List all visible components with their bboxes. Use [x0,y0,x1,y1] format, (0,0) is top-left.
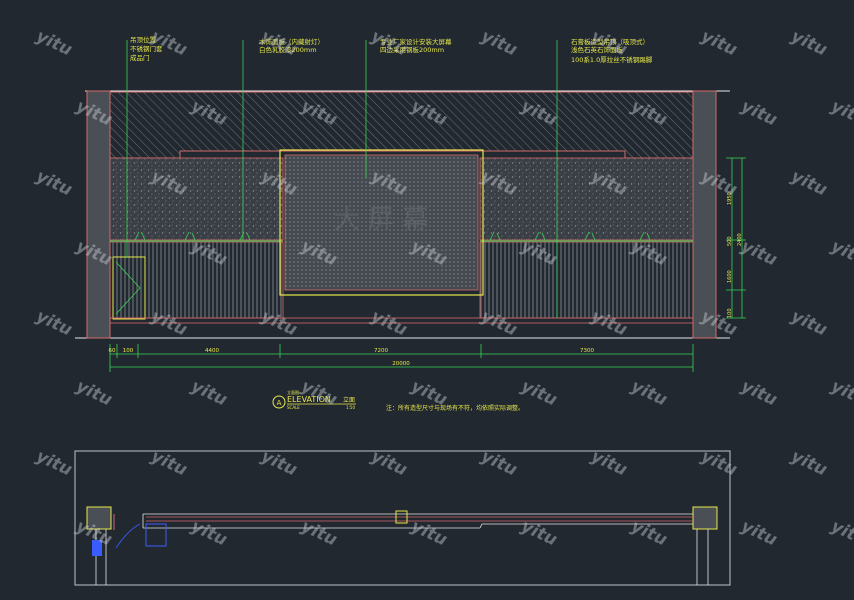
elevation-view: 大 屏 幕 吊顶位置 不锈钢门套 成品门 木饰面板（内藏射灯） 白色乳胶漆200… [75,35,746,412]
bottom-dim-3: 4400 [205,348,219,354]
bottom-dim-2: 100 [123,348,134,354]
watermark-text: yitu [698,446,740,480]
elevation-symbol: A [277,399,282,407]
elevation-small-top: 立面图 [287,389,299,395]
watermark-text: yitu [828,516,854,550]
watermark-text: yitu [33,166,75,200]
door-frame [112,256,146,320]
annotation-4-line-3: 100系1.0厚拉丝不锈钢踢脚 [571,55,653,64]
plan-red-lines [146,516,693,522]
bottom-dimension-labels: 60 100 4400 7200 7300 20000 [109,348,595,367]
watermark-text: yitu [828,96,854,130]
plan-device-box [395,510,408,524]
watermark-text: yitu [738,376,780,410]
door-swing [115,261,141,315]
watermark-text: yitu [828,236,854,270]
watermark-text: yitu [188,516,230,550]
annotation-3-line-2: 四边采用钢板200mm [380,45,444,54]
elevation-ratio: 1:50 [346,405,355,410]
watermark-text: yitu [788,166,830,200]
annotation-2-line-1: 木饰面板（内藏射灯） [259,37,324,46]
watermark-text: yitu [738,96,780,130]
big-screen-frame [279,149,484,296]
watermark-text: yitu [738,236,780,270]
elevation-title-block: A 立面图 ELEVATION 立面 SCALE 1:50 注：所有造型尺寸与现… [272,389,524,412]
annotation-1-line-1: 吊顶位置 [130,35,157,44]
annotation-1-line-3: 成品门 [130,53,150,62]
watermark-text: yitu [258,306,300,340]
watermark-text: yitu [478,26,520,60]
annotation-4-line-1: 石膏板造型吊顶（吸顶式） [571,37,649,46]
watermark-text: yitu [298,376,340,410]
watermark-text: yitu [73,376,115,410]
annotation-3: 专业厂家设计安装大屏幕 四边采用钢板200mm [380,37,452,54]
plan-column-left [86,506,112,530]
plan-view [74,450,731,586]
watermark-text: yitu [33,26,75,60]
right-dim-1: 1950 [727,192,733,205]
watermark-text: yitu [628,516,670,550]
big-screen [284,154,479,291]
annotation-3-line-1: 专业厂家设计安装大屏幕 [380,37,452,46]
right-wall-column [692,90,717,339]
watermark-text: yitu [518,376,560,410]
watermark-text: yitu [788,306,830,340]
elevation-title: ELEVATION [287,395,331,404]
plan-door-leaf-icon [92,540,102,556]
watermark-text: yitu [298,516,340,550]
watermark-text: yitu [518,516,560,550]
bottom-dimensions [109,344,694,372]
watermark-text: yitu [698,26,740,60]
watermark-text: yitu [408,516,450,550]
plan-wall-lines [95,513,709,585]
plan-door-swing [115,523,141,549]
annotation-2-line-2: 白色乳胶漆200mm [259,45,317,54]
stone-panel-right [479,157,694,241]
annotation-1-line-2: 不锈钢门套 [130,44,163,53]
watermark-text: yitu [33,306,75,340]
elevation-suffix: 立面 [343,396,355,404]
watermark-text: yitu [148,26,190,60]
plan-border [74,450,731,586]
stone-panel-left [109,157,284,241]
elevation-symbol-circle [272,395,286,409]
watermark-text: yitu [628,376,670,410]
bottom-dim-5: 7300 [580,348,594,354]
right-dimensions [726,157,746,319]
watermark-text: yitu [368,26,410,60]
annotation-leaders [126,40,558,318]
big-screen-label: 大 屏 幕 [334,205,429,235]
plant-marks [134,231,651,241]
plan-column-right [692,506,718,530]
watermark-text: yitu [368,306,410,340]
watermark-text: yitu [738,516,780,550]
bottom-dim-1: 60 [109,348,116,354]
plan-door-blue [145,523,167,547]
fluted-panel-right [479,241,694,319]
elevation-scale: SCALE [287,405,300,410]
drawing-note: 注：所有造型尺寸与现场有不符，均依照实际调整。 [386,404,524,412]
watermark-text: yitu [828,376,854,410]
right-dim-2: 500 [727,236,733,246]
annotation-2: 木饰面板（内藏射灯） 白色乳胶漆200mm [259,37,324,54]
watermark-text: yitu [258,26,300,60]
baseboard [109,317,694,324]
watermark-text: yitu [788,446,830,480]
right-dim-3: 2400 [737,233,743,246]
annotation-4-line-2: 浅色石英石饰面板 [571,45,624,54]
right-dim-4: 1600 [727,270,733,283]
bottom-dim-4: 7200 [374,348,388,354]
bottom-dim-total: 20000 [392,361,410,367]
annotation-4: 石膏板造型吊顶（吸顶式） 浅色石英石饰面板 100系1.0厚拉丝不锈钢踢脚 [571,37,653,64]
right-dim-5: 100 [727,308,733,318]
watermark-text: yitu [33,446,75,480]
annotation-1: 吊顶位置 不锈钢门套 成品门 [130,35,163,62]
fluted-panel-left [109,241,284,319]
right-dimension-labels: 1950 500 2400 1600 100 [727,192,743,318]
watermark-text: yitu [188,376,230,410]
watermark-text: yitu [788,26,830,60]
